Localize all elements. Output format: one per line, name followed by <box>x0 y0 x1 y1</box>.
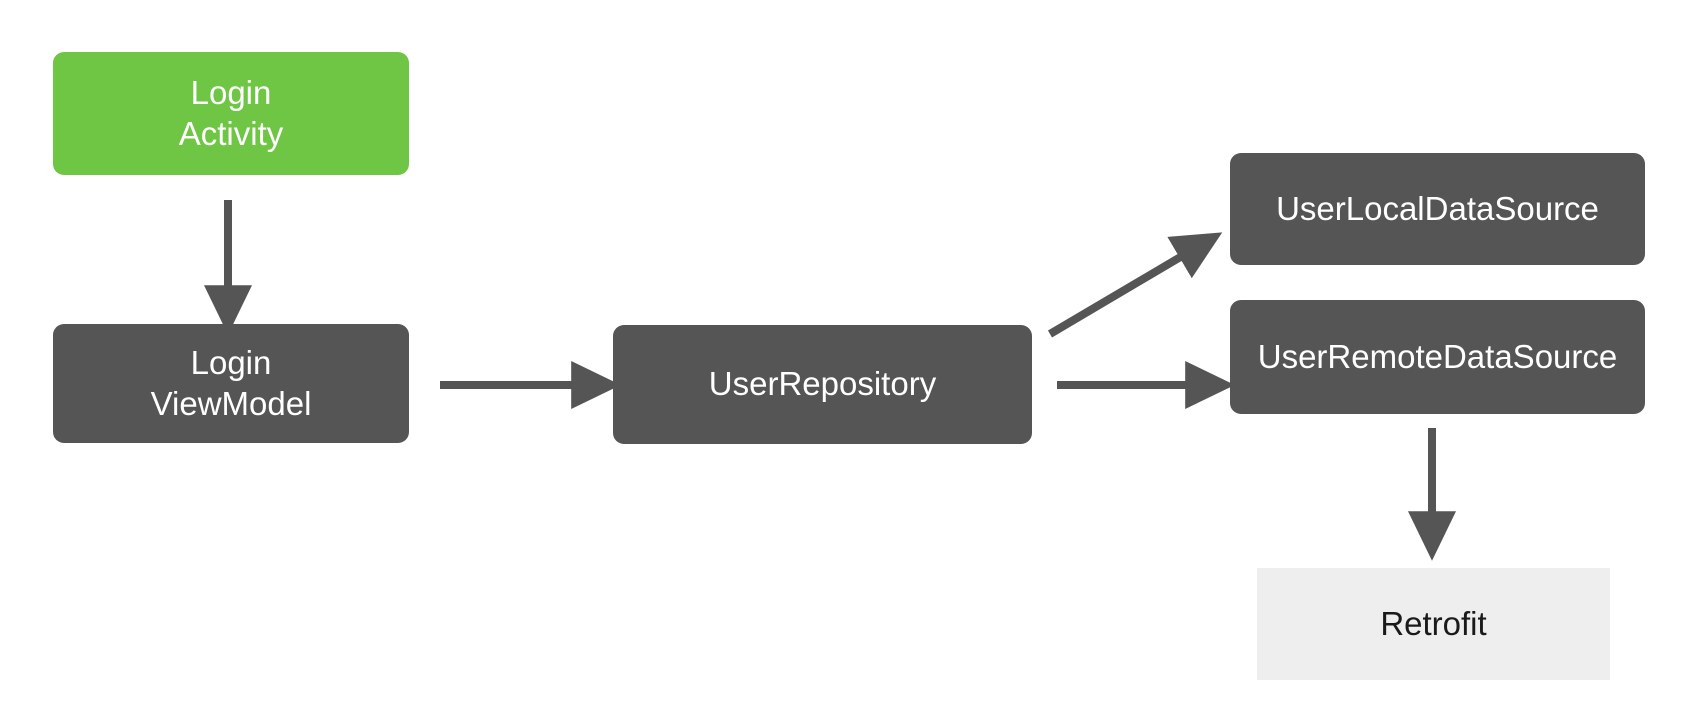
node-retrofit-label: Retrofit <box>1380 604 1487 642</box>
node-user-repository-label: UserRepository <box>708 365 937 403</box>
node-login-activity-label: Login Activity <box>178 74 284 152</box>
node-login-activity[interactable]: Login Activity <box>53 52 409 175</box>
node-login-viewmodel-label: Login ViewModel <box>150 344 312 422</box>
node-user-local-data-source[interactable]: UserLocalDataSource <box>1230 153 1645 265</box>
node-user-local-data-source-label: UserLocalDataSource <box>1276 189 1599 227</box>
node-login-viewmodel[interactable]: Login ViewModel <box>53 324 409 443</box>
node-retrofit[interactable]: Retrofit <box>1257 568 1610 680</box>
node-user-repository[interactable]: UserRepository <box>613 325 1032 444</box>
node-user-remote-data-source[interactable]: UserRemoteDataSource <box>1230 300 1645 414</box>
arrow-repository-to-local-datasource <box>1047 232 1223 338</box>
node-user-remote-data-source-label: UserRemoteDataSource <box>1257 337 1618 375</box>
